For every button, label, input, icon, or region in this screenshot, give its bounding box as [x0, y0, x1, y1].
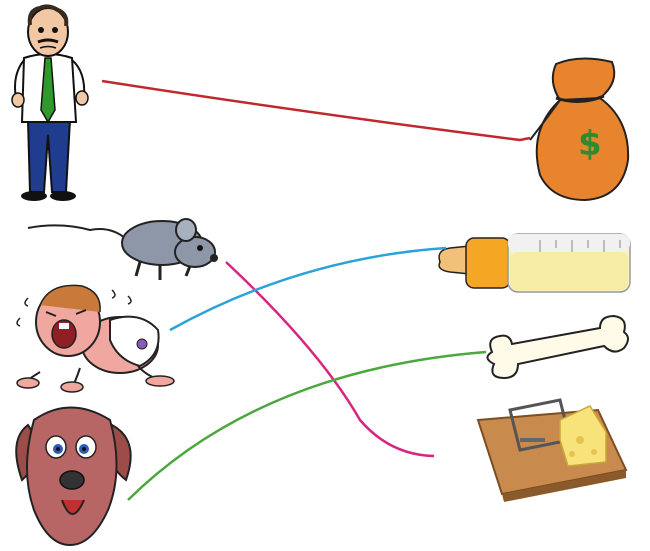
businessman-icon — [12, 6, 88, 201]
baby-bottle-icon — [439, 234, 630, 292]
mouse-icon — [28, 219, 218, 280]
match-line-mouse-trap — [226, 262, 434, 456]
match-line-man-money — [102, 81, 530, 140]
match-line-dog-bone — [128, 352, 486, 500]
dog-icon — [16, 408, 130, 546]
money-bag-icon: $ — [530, 58, 628, 200]
crying-baby-icon — [17, 285, 174, 392]
mousetrap-cheese-icon — [478, 400, 626, 502]
svg-text:$: $ — [578, 124, 602, 164]
bone-icon — [487, 316, 628, 378]
